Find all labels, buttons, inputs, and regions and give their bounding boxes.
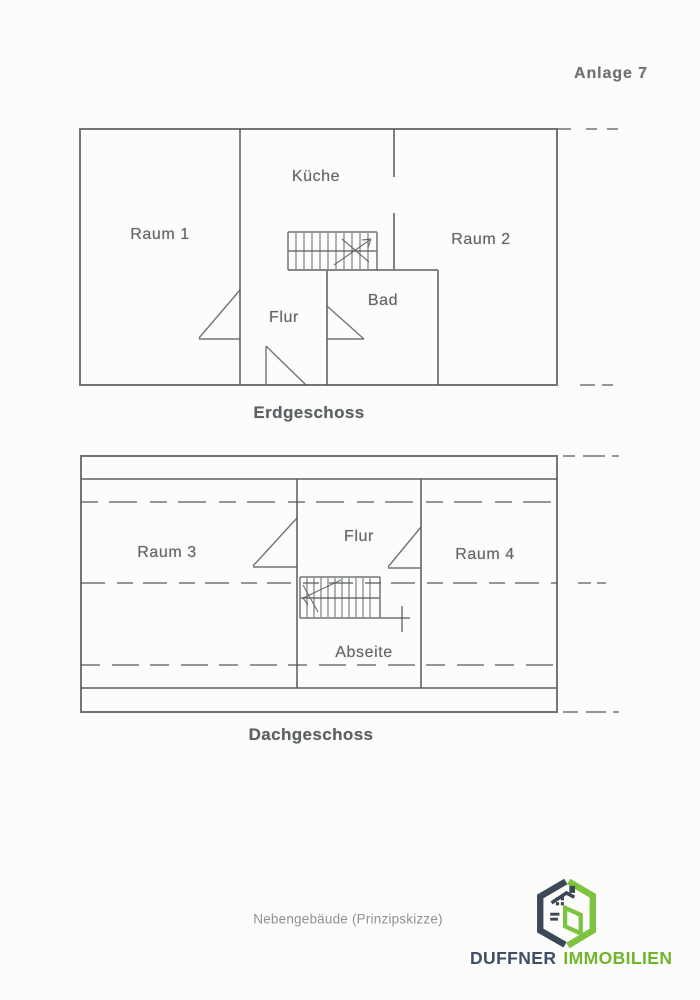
brand-name-primary: DUFFNER — [470, 948, 557, 968]
erdgeschoss-plan-walls — [79, 128, 618, 386]
room-label-raum1: Raum 1 — [130, 226, 190, 243]
room-label-abseite: Abseite — [335, 644, 393, 661]
room-label-kueche: Küche — [291, 168, 341, 185]
brand-wordmark: DUFFNER IMMOBILIEN — [470, 948, 672, 969]
room-label-flur-eg: Flur — [269, 309, 299, 326]
room-label-bad: Bad — [367, 292, 399, 309]
room-label-raum2: Raum 2 — [451, 231, 511, 248]
room-label-flur-dg: Flur — [344, 528, 374, 545]
room-label-raum4: Raum 4 — [455, 546, 515, 563]
room-label-raum3: Raum 3 — [137, 544, 197, 561]
duffner-logo-icon — [537, 878, 596, 949]
annotation-label: Anlage 7 — [574, 65, 648, 82]
brand-name-secondary: IMMOBILIEN — [563, 948, 673, 968]
floor-title-dachgeschoss: Dachgeschoss — [248, 725, 374, 744]
dachgeschoss-plan-walls — [80, 455, 619, 713]
footer-caption: Nebengebäude (Prinzipskizze) — [253, 911, 443, 927]
floor-title-erdgeschoss: Erdgeschoss — [253, 403, 365, 422]
